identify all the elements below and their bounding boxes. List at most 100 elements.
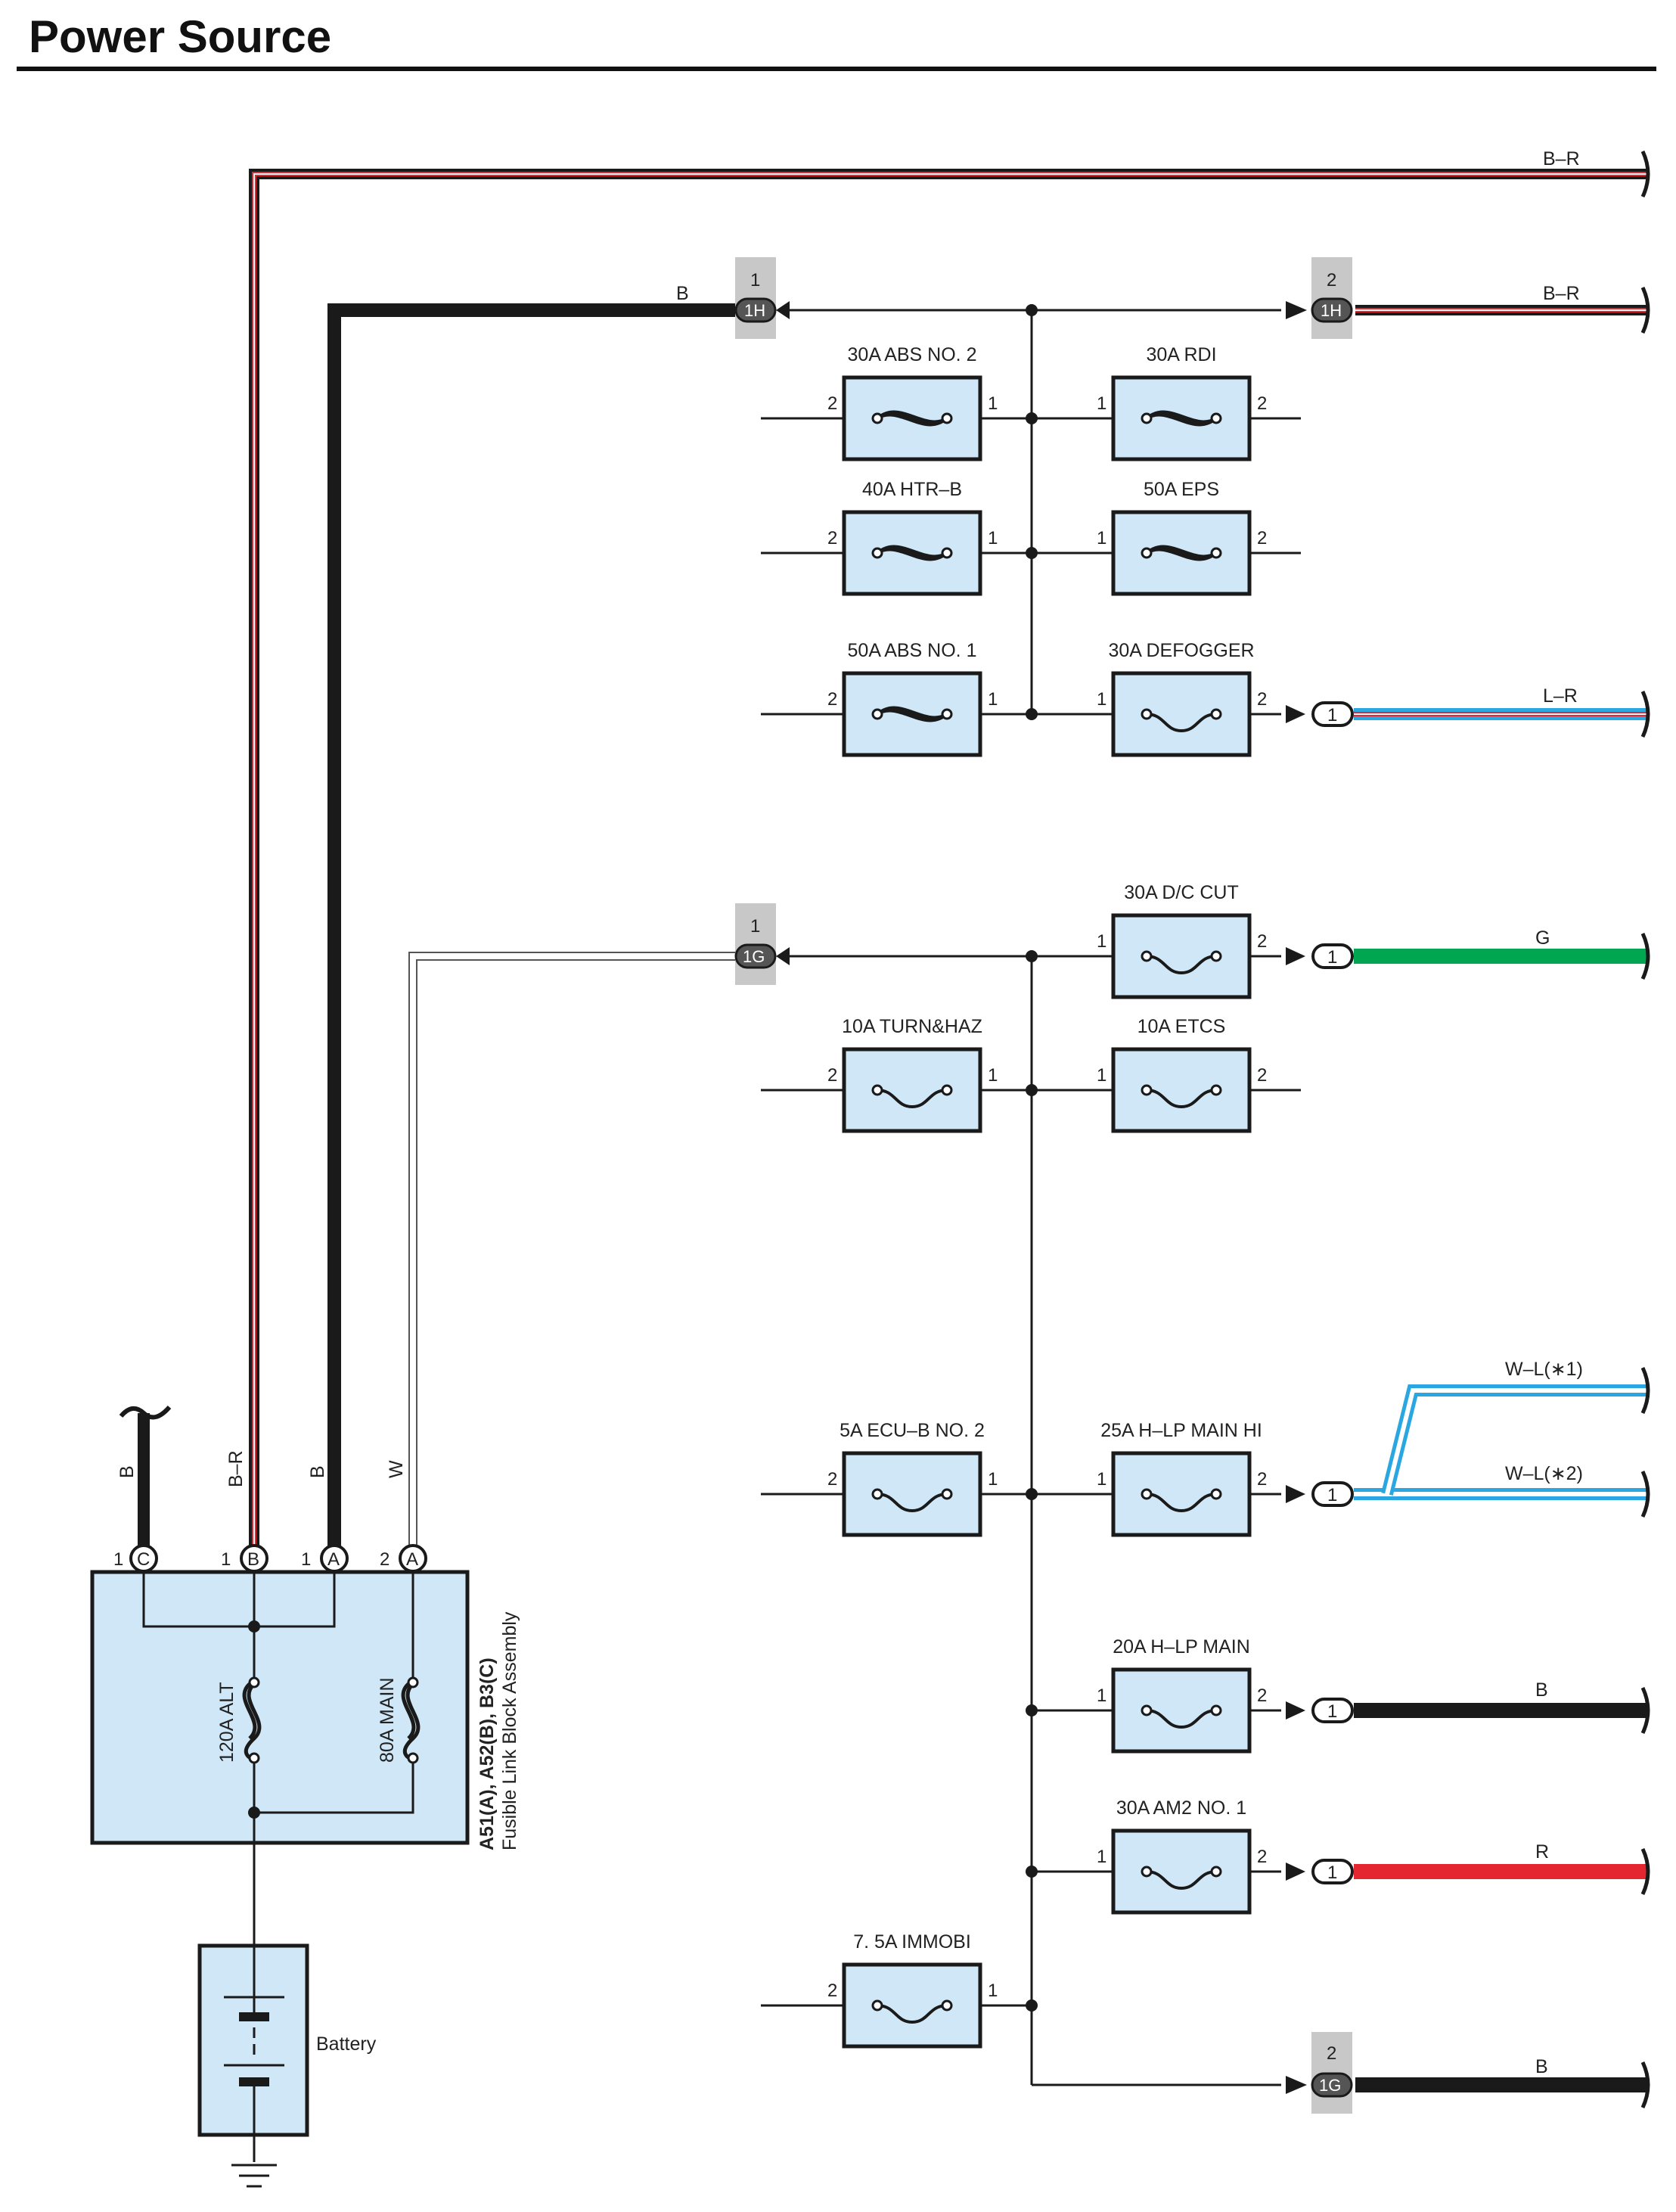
wire-label-b-1g: B (1535, 2056, 1548, 2077)
fuse-label: 30A AM2 NO. 1 (1116, 1797, 1246, 1819)
fuse-pin-right: 2 (1257, 931, 1267, 952)
connector-pin: 1 (750, 916, 760, 937)
fuse-label: 5A ECU–B NO. 2 (840, 1420, 985, 1441)
connector-pin: 2 (1327, 270, 1336, 290)
out-connector-am2: 1 (1286, 1859, 1354, 1884)
out-connector-hlp: 1 (1286, 1698, 1354, 1723)
fuse-pin-left: 1 (1097, 1685, 1106, 1706)
battery-label: Battery (316, 2033, 377, 2055)
out-connector-hlphi: 1 (1286, 1481, 1354, 1507)
connector-name: 1G (1319, 2076, 1341, 2095)
fuse-pin-right: 1 (988, 689, 998, 710)
svg-text:1: 1 (301, 1549, 311, 1570)
svg-text:B: B (307, 1465, 328, 1478)
ground-icon (231, 2164, 277, 2188)
wire-b-to-1h (327, 303, 756, 1555)
fuse-pin-left: 2 (827, 1065, 837, 1086)
fuse-pin-right: 2 (1257, 393, 1267, 414)
fuse-body (842, 1047, 982, 1133)
fuse-label: 25A H–LP MAIN HI (1100, 1420, 1262, 1441)
svg-text:1: 1 (1327, 705, 1337, 725)
fuse-pin-right: 2 (1257, 1685, 1267, 1706)
fuse-pin-right: 1 (988, 528, 998, 548)
wire-label-b-1h: B (676, 283, 689, 304)
wire-break-icon (119, 1405, 172, 1420)
wire-label-lr: L–R (1543, 685, 1578, 707)
svg-text:B: B (247, 1549, 259, 1570)
connector-1h-right: 2 1H (1286, 257, 1353, 339)
wire-label-b-hlp: B (1535, 1679, 1548, 1701)
fuse-body (1111, 1667, 1252, 1754)
fuse-body (842, 1451, 982, 1537)
fuse-label: 30A ABS NO. 2 (848, 344, 977, 365)
fuse-pin-left: 1 (1097, 689, 1106, 710)
fuse-element-icon (1146, 1709, 1217, 1729)
svg-text:A: A (406, 1549, 418, 1570)
svg-text:A: A (327, 1549, 340, 1570)
fuse-dccut: 30A D/C CUT 1 2 (1097, 882, 1267, 999)
fuse-pin-right: 2 (1257, 1065, 1267, 1086)
svg-text:2: 2 (380, 1549, 390, 1570)
alt-fuse-label: 120A ALT (216, 1682, 237, 1763)
fuse-label: 50A EPS (1144, 479, 1219, 500)
fuse-pin-left: 2 (827, 393, 837, 414)
svg-text:1: 1 (1327, 1485, 1337, 1505)
fuse-element-icon (877, 1493, 948, 1513)
fuse-element-icon (876, 548, 948, 561)
wire-label-r-am2: R (1535, 1841, 1549, 1862)
fuse-body (1111, 1451, 1252, 1537)
wire-end-breaks (1640, 150, 1650, 2109)
fuse-pin-left: 2 (827, 1981, 837, 2001)
fuse-body (842, 1962, 982, 2049)
wire-label-g: G (1535, 927, 1550, 949)
fuse-pin-left: 2 (827, 528, 837, 548)
fuse-label: 20A H–LP MAIN (1113, 1636, 1250, 1657)
page-title: Power Source (29, 11, 332, 62)
fuse-pin-left: 1 (1097, 1847, 1106, 1867)
connector-1g-right: 2 1G (1286, 2032, 1353, 2114)
fuse-element-icon (1145, 413, 1218, 427)
svg-text:W: W (386, 1460, 407, 1478)
fuse-element-icon (1146, 1089, 1217, 1109)
fuse-pin-right: 2 (1257, 689, 1267, 710)
fuse-element-icon (1146, 1493, 1217, 1513)
svg-text:1: 1 (1327, 947, 1337, 968)
wire-label-br-1h: B–R (1543, 283, 1580, 304)
fuse-label: 30A RDI (1146, 344, 1216, 365)
fuse-element-icon (1146, 1870, 1217, 1890)
fuse-body (1111, 671, 1252, 757)
fuse-element-icon (877, 2004, 948, 2024)
out-connector-dccut: 1 (1286, 943, 1354, 969)
wire-wl-out (1354, 1384, 1649, 1500)
fuse-element-icon (1145, 548, 1218, 561)
fuse-pin-right: 2 (1257, 528, 1267, 548)
fuse-eps: 50A EPS 1 2 (1097, 479, 1267, 596)
fuse-element-icon (876, 413, 948, 427)
svg-text:1: 1 (221, 1549, 231, 1570)
fuse-element-icon (1146, 713, 1217, 733)
fuse-pin-left: 1 (1097, 1065, 1106, 1086)
svg-text:C: C (137, 1549, 150, 1570)
fuse-pin-left: 1 (1097, 931, 1106, 952)
fuse-body (1111, 913, 1252, 999)
wire-label-wl2: W–L(∗2) (1505, 1463, 1583, 1484)
fuse-label: 7. 5A IMMOBI (853, 1931, 971, 1953)
fusible-block-codes: A51(A), A52(B), B3(C) (476, 1657, 498, 1850)
fusible-link-block: 120A ALT 80A MAIN A51(A), A52(B), B3(C) … (90, 1570, 520, 2162)
fuse-pin-right: 2 (1257, 1847, 1267, 1867)
fuse-element-icon (877, 1089, 948, 1109)
fuse-pin-right: 1 (988, 393, 998, 414)
out-connector-defog: 1 (1286, 701, 1354, 727)
wire-w-to-1g (408, 952, 756, 1555)
fuse-pin-left: 1 (1097, 528, 1106, 548)
connector-1g-left: 1 1G (734, 903, 790, 985)
fuse-pin-right: 1 (988, 1469, 998, 1490)
fuse-label: 30A D/C CUT (1124, 882, 1238, 903)
